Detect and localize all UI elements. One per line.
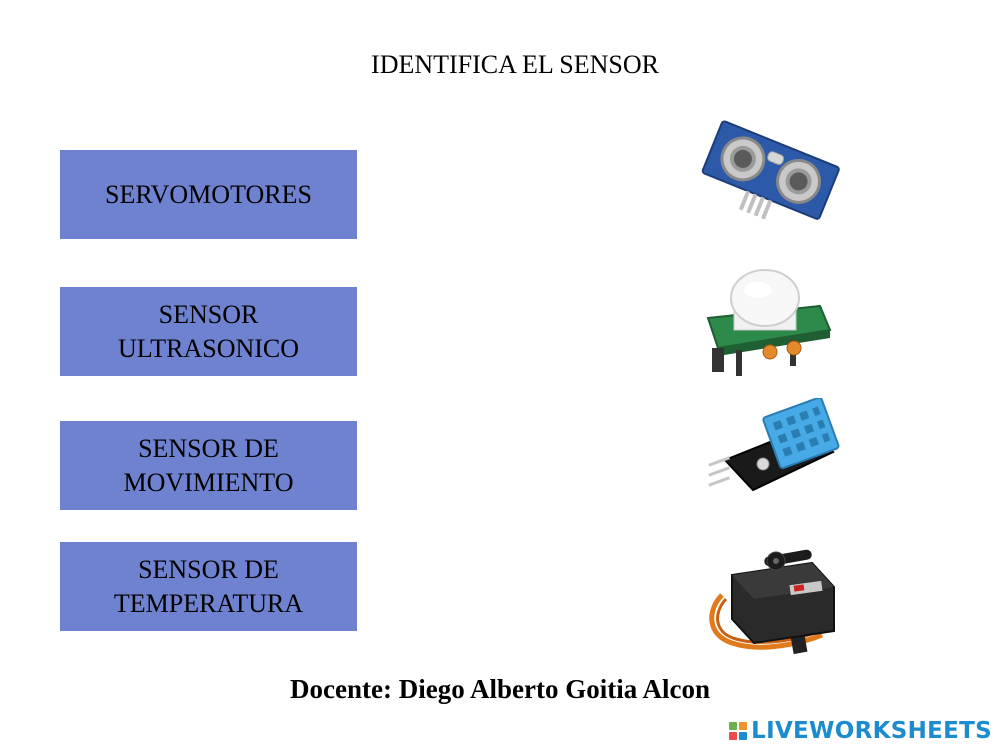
label-text: SENSOR ULTRASONICO xyxy=(117,299,300,363)
label-text: SERVOMOTORES xyxy=(105,179,312,209)
ultrasonic-sensor-icon xyxy=(701,120,840,220)
pir-motion-sensor-icon xyxy=(706,269,832,376)
ultrasonic-sensor-image[interactable] xyxy=(695,112,845,232)
servomotor-icon xyxy=(709,549,835,655)
label-sensor-movimiento[interactable]: SENSOR DE MOVIMIENTO xyxy=(60,421,357,510)
label-servomotores[interactable]: SERVOMOTORES xyxy=(60,150,357,239)
label-sensor-temperatura[interactable]: SENSOR DE TEMPERATURA xyxy=(60,542,357,631)
brand-text: LIVEWORKSHEETS xyxy=(751,718,992,744)
liveworksheets-logo[interactable]: LIVEWORKSHEETS xyxy=(729,718,992,744)
page-title: IDENTIFICA EL SENSOR xyxy=(371,50,659,79)
servomotor-image[interactable] xyxy=(702,535,847,660)
label-text: SENSOR DE TEMPERATURA xyxy=(113,554,304,618)
label-sensor-ultrasonico[interactable]: SENSOR ULTRASONICO xyxy=(60,287,357,376)
dht11-temperature-sensor-icon xyxy=(708,396,840,492)
pir-sensor-image[interactable] xyxy=(700,268,835,380)
brand-squares-icon xyxy=(729,722,748,740)
label-text: SENSOR DE MOVIMIENTO xyxy=(123,433,294,497)
teacher-credit: Docente: Diego Alberto Goitia Alcon xyxy=(290,674,710,704)
dht11-sensor-image[interactable] xyxy=(705,396,845,508)
